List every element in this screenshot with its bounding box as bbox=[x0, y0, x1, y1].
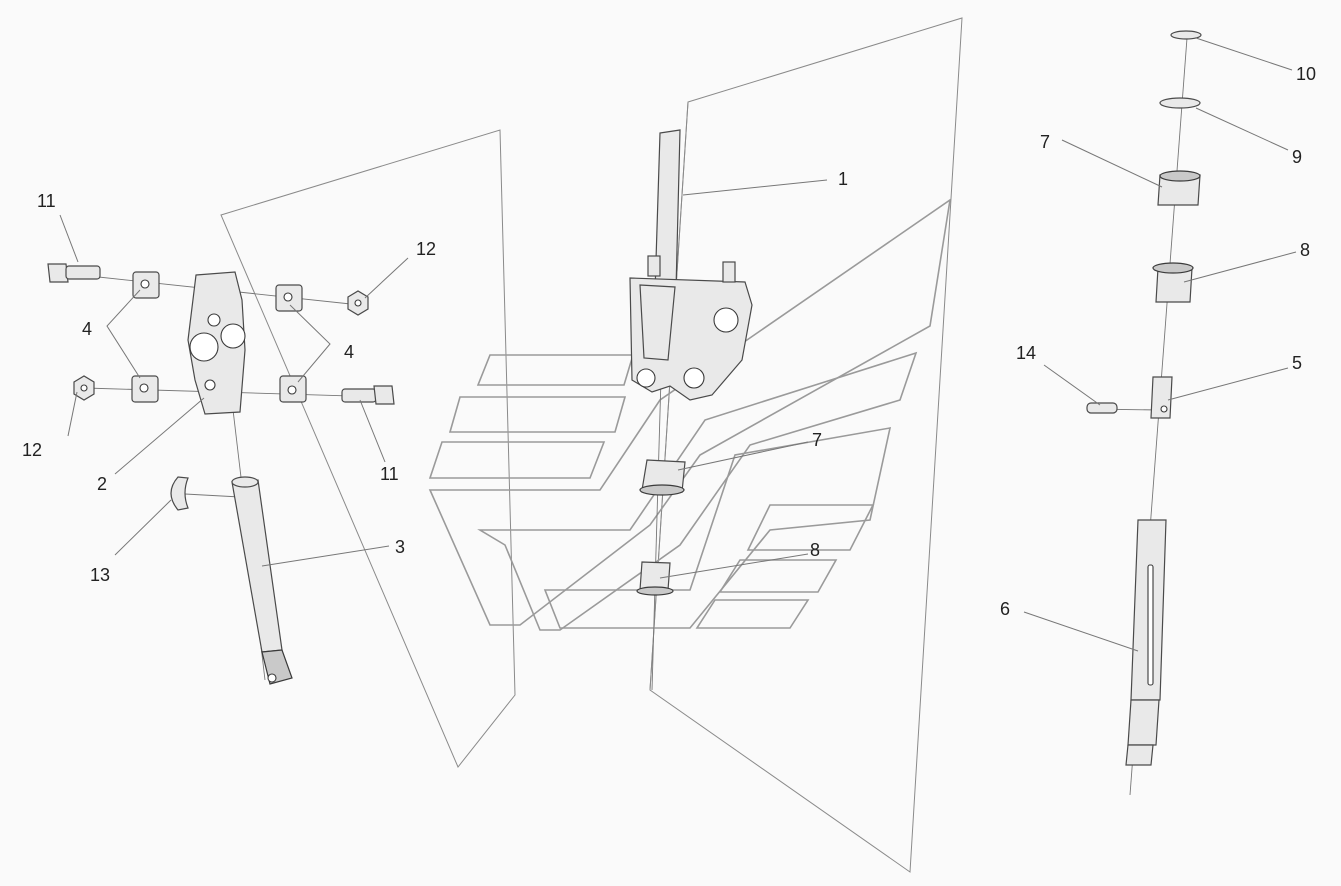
callout-7-middle: 7 bbox=[812, 430, 822, 450]
part-1-bracket bbox=[629, 129, 753, 401]
part-9-washer bbox=[1159, 97, 1201, 109]
assembly-planes bbox=[220, 17, 963, 873]
part-12-nuts bbox=[73, 290, 369, 401]
callout-8-right: 8 bbox=[1300, 240, 1310, 260]
part-3-shaft bbox=[231, 476, 293, 685]
part-13-key bbox=[170, 476, 189, 511]
callout-5: 5 bbox=[1292, 353, 1302, 373]
part-14-pin bbox=[1086, 402, 1118, 414]
part-2-universal-joint bbox=[187, 271, 246, 415]
part-11-bolts bbox=[47, 263, 395, 405]
callout-12-right: 12 bbox=[416, 239, 436, 259]
part-4-plates bbox=[131, 271, 307, 403]
part-6-shaft bbox=[1125, 519, 1167, 766]
bushing-8-middle bbox=[636, 561, 674, 596]
callout-3: 3 bbox=[395, 537, 405, 557]
callout-1: 1 bbox=[838, 169, 848, 189]
callout-11-right: 11 bbox=[380, 464, 399, 484]
callout-4-right: 4 bbox=[344, 342, 354, 362]
part-7-bushing-right bbox=[1157, 170, 1201, 206]
callout-12-left: 12 bbox=[22, 440, 42, 460]
part-10-washer bbox=[1170, 30, 1202, 40]
plane-left bbox=[220, 129, 516, 768]
leader-lines bbox=[59, 37, 1297, 652]
watermark-logo bbox=[428, 198, 952, 631]
callout-6: 6 bbox=[1000, 599, 1010, 619]
callout-7-right: 7 bbox=[1040, 132, 1050, 152]
callout-14: 14 bbox=[1016, 343, 1036, 363]
callout-labels: 1 10 9 7 8 14 5 6 7 8 11 11 12 12 4 4 2 … bbox=[22, 64, 1316, 619]
part-5-clip bbox=[1150, 376, 1173, 419]
callout-8-middle: 8 bbox=[810, 540, 820, 560]
plane-middle bbox=[649, 17, 963, 873]
part-8-bushing-right bbox=[1152, 262, 1194, 303]
part-axes bbox=[79, 37, 1188, 796]
callout-11-left: 11 bbox=[37, 191, 56, 211]
callout-9: 9 bbox=[1292, 147, 1302, 167]
callout-4-left: 4 bbox=[82, 319, 92, 339]
bushing-7-middle bbox=[639, 459, 686, 496]
callout-2: 2 bbox=[97, 474, 107, 494]
callout-10: 10 bbox=[1296, 64, 1316, 84]
callout-13: 13 bbox=[90, 565, 110, 585]
